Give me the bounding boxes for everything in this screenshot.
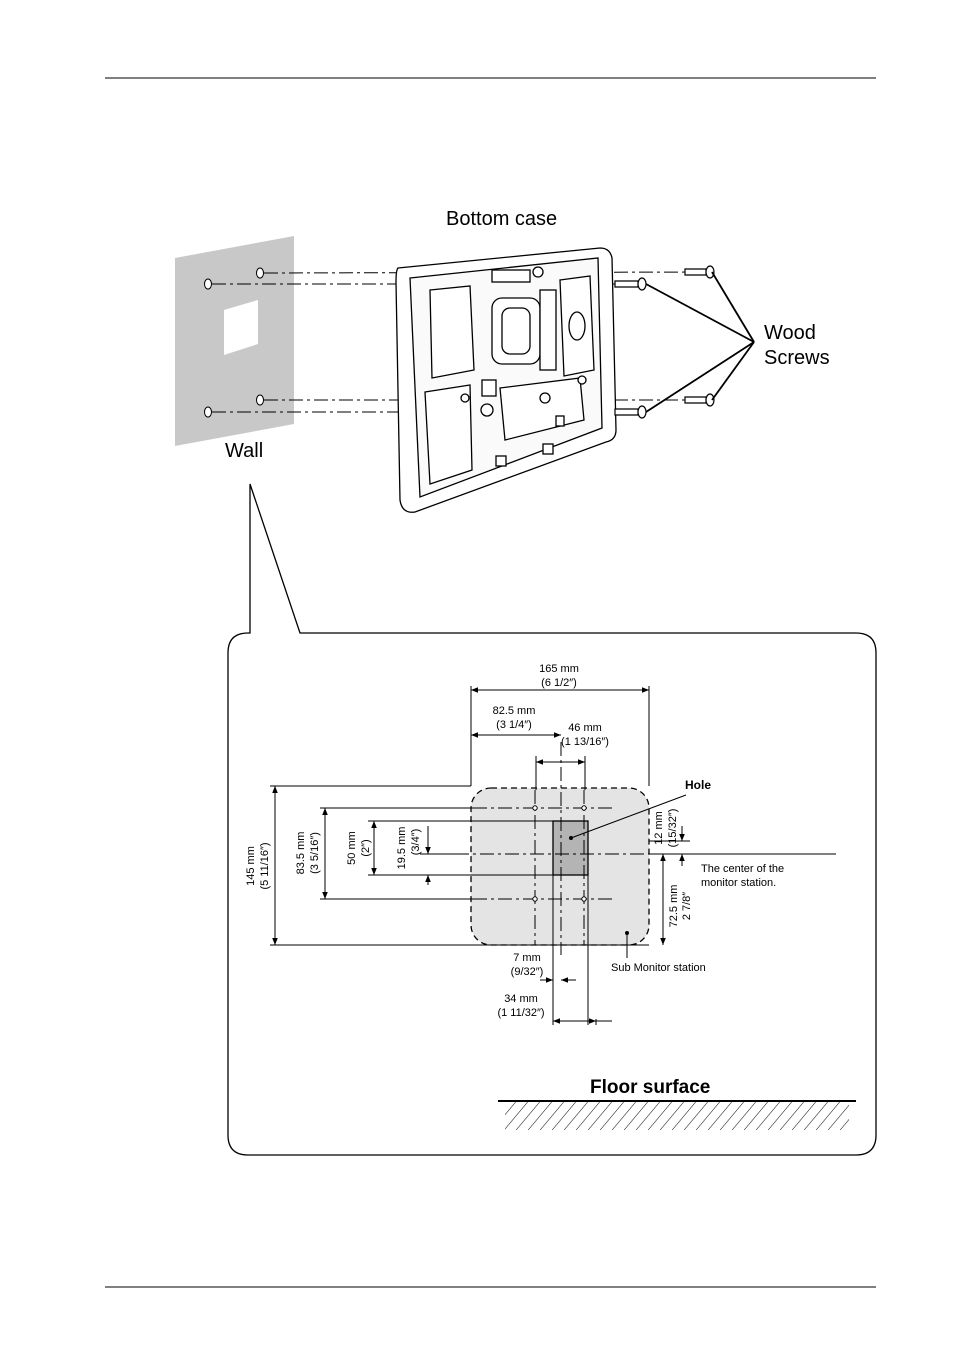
dim-12-mm: 12 mm <box>653 811 665 845</box>
hole-rect <box>553 821 588 875</box>
hole-leader-dot <box>569 836 573 840</box>
center-label-2: monitor station. <box>701 877 776 889</box>
screw-upper-left <box>615 278 646 290</box>
dim-7-in: (9/32″) <box>511 966 544 978</box>
dim-145-mm: 145 mm <box>245 846 257 886</box>
dim-72-in: 2 7/8″ <box>681 892 693 920</box>
dim-82-mm: 82.5 mm <box>493 705 536 717</box>
wall-panel <box>175 236 294 446</box>
dim-34-in: (1 11/32″) <box>497 1007 544 1019</box>
sub-monitor-label: Sub Monitor station <box>611 962 706 974</box>
dim-50-mm: 50 mm <box>346 831 358 865</box>
dim-83-in: (3 5/16″) <box>309 832 321 874</box>
dim-46-in: (1 13/16″) <box>561 736 609 748</box>
dim-83-mm: 83.5 mm <box>295 832 307 875</box>
screw-upper-right <box>685 266 714 278</box>
hole-label: Hole <box>685 778 711 792</box>
floor-hatch <box>505 1102 849 1130</box>
dim-82-in: (3 1/4″) <box>496 719 532 731</box>
dim-12-in: (15/32″) <box>667 809 679 848</box>
wall-label: Wall <box>225 440 263 462</box>
dim-50-in: (2″) <box>360 839 372 856</box>
screw-lower-right <box>685 394 714 406</box>
wood-label: Wood <box>764 322 816 344</box>
dim-72-mm: 72.5 mm <box>668 885 680 928</box>
sub-monitor-leader-dot <box>625 931 629 935</box>
dim-165-mm: 165 mm <box>539 663 579 675</box>
screw-leader-lines <box>646 272 754 412</box>
dim-19-mm: 19.5 mm <box>396 827 408 870</box>
floor-surface-label: Floor surface <box>590 1077 710 1098</box>
dim-145-in: (5 11/16″) <box>259 842 271 889</box>
bottom-case-label: Bottom case <box>446 208 557 230</box>
dim-165-in: (6 1/2″) <box>541 677 577 689</box>
screw-lower-left <box>615 406 646 418</box>
dim-7-mm: 7 mm <box>513 952 541 964</box>
dim-34-mm: 34 mm <box>504 993 538 1005</box>
center-label-1: The center of the <box>701 863 784 875</box>
screws-label: Screws <box>764 347 830 369</box>
dim-19-in: (3/4″) <box>410 829 422 856</box>
dim-46-mm: 46 mm <box>568 722 602 734</box>
bottom-case <box>396 248 616 512</box>
wood-screws <box>615 266 714 418</box>
